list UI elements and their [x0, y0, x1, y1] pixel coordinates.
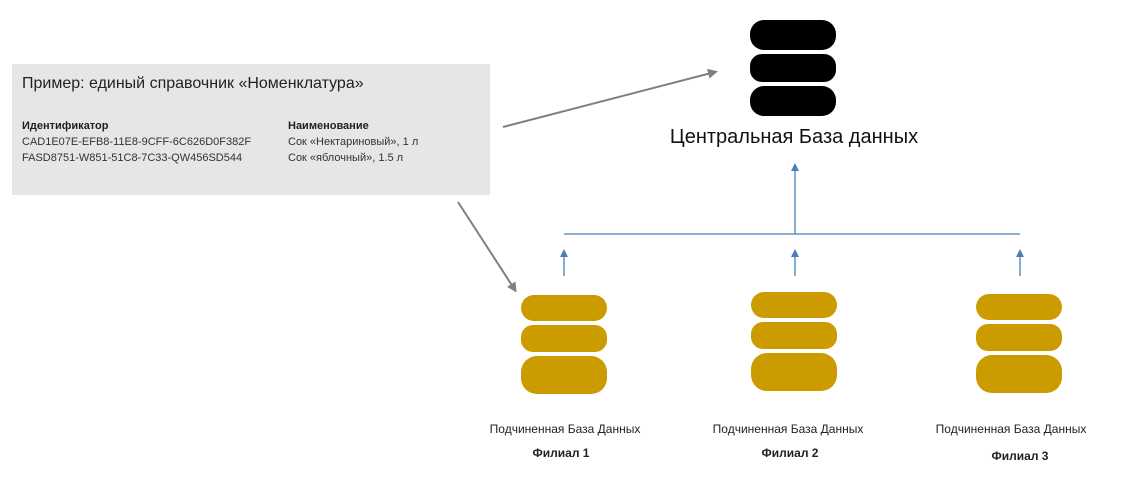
- branch-2-database-icon: [751, 292, 837, 391]
- central-database-icon: [750, 20, 836, 116]
- row-2-name: Сок «яблочный», 1.5 л: [288, 152, 404, 164]
- row-1-id: CAD1E07E-EFB8-11E8-9CFF-6C626D0F382F: [22, 136, 252, 148]
- branch-2-name: Филиал 2: [761, 446, 819, 460]
- row-2-id: FASD8751-W851-51C8-7C33-QW456SD544: [22, 152, 243, 164]
- connector-tree: [560, 163, 1024, 276]
- arrow-to-branch-1: [457, 201, 517, 293]
- branch-1-label: Подчиненная База Данных: [489, 422, 641, 436]
- row-1-name: Сок «Нектариновый», 1 л: [288, 136, 419, 148]
- column-header-name: Наименование: [288, 120, 369, 132]
- arrow-to-central: [502, 68, 718, 128]
- example-panel: Пример: единый справочник «Номенклатура»…: [12, 64, 490, 195]
- central-db-label: Центральная База данных: [669, 126, 919, 148]
- branch-1-database-icon: [521, 295, 607, 394]
- branch-1-name: Филиал 1: [532, 446, 590, 460]
- column-header-id: Идентификатор: [22, 120, 109, 132]
- branch-3-label: Подчиненная База Данных: [935, 422, 1087, 436]
- example-title: Пример: единый справочник «Номенклатура»: [22, 75, 364, 92]
- branch-3-name: Филиал 3: [991, 449, 1049, 463]
- branch-3-database-icon: [976, 294, 1062, 393]
- branch-2-label: Подчиненная База Данных: [712, 422, 864, 436]
